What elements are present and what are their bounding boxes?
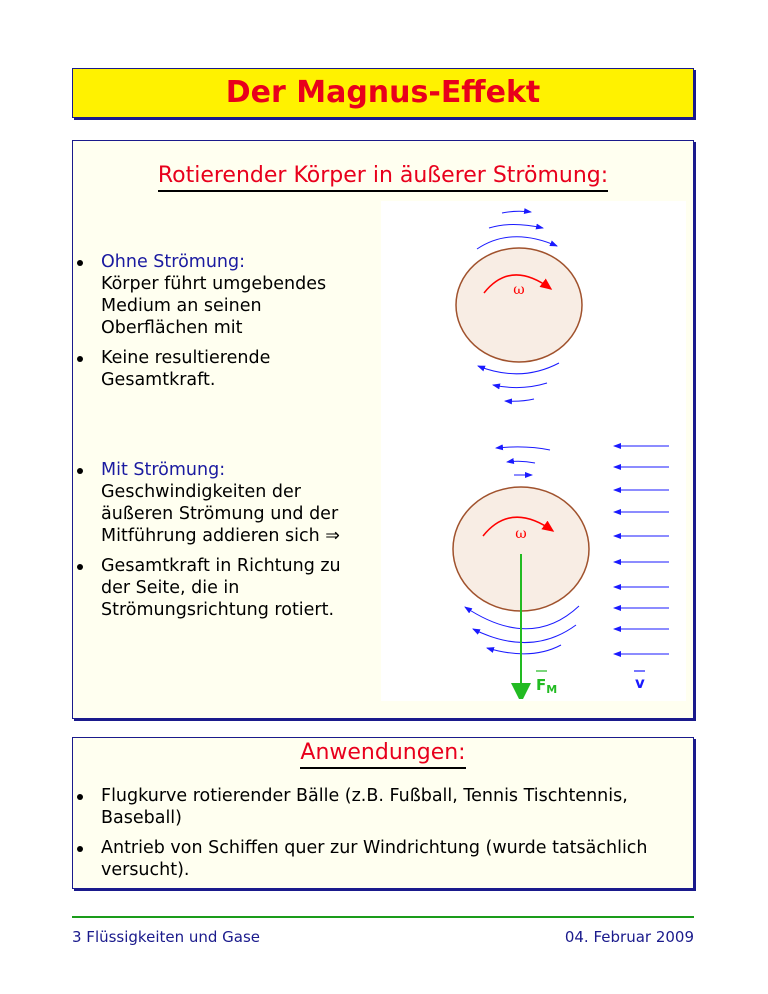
bullet: Antrieb von Schiffen quer zur Windrichtu… xyxy=(73,837,673,881)
bullet: Gesamtkraft in Richtung zu der Seite, di… xyxy=(73,555,373,621)
flow-lines-top xyxy=(464,208,580,655)
bullet: Ohne Strömung:Körper führt umgebendes Me… xyxy=(73,251,373,339)
bullet: Mit Strömung:Geschwindigkeiten der äußer… xyxy=(73,459,373,547)
omega-label: ω xyxy=(513,282,524,298)
rotation-arrow-icon xyxy=(483,274,553,294)
applications-list: Flugkurve rotierender Bälle (z.B. Fußbal… xyxy=(73,785,673,889)
bullet-list-bottom: Mit Strömung:Geschwindigkeiten der äußer… xyxy=(73,459,373,629)
section-heading: Rotierender Körper in äußerer Strömung: xyxy=(73,163,693,192)
section-heading: Anwendungen: xyxy=(73,740,693,769)
footer-date: 04. Februar 2009 xyxy=(564,928,694,946)
force-label: FM xyxy=(536,676,557,696)
main-panel: Rotierender Körper in äußerer Strömung: … xyxy=(72,140,694,719)
velocity-label: v xyxy=(635,674,645,692)
footer-divider xyxy=(72,916,694,918)
rotation-arrow-icon xyxy=(482,516,555,537)
bullet: Keine resultierende Gesamtkraft. xyxy=(73,347,373,391)
omega-label: ω xyxy=(515,526,526,542)
footer-section: 3 Flüssigkeiten und Gase xyxy=(72,928,261,946)
bullet-list-top: Ohne Strömung:Körper führt umgebendes Me… xyxy=(73,251,373,399)
flow-velocity-arrows xyxy=(613,443,669,657)
magnus-diagram: ω ω FM v xyxy=(381,201,686,701)
body-bottom xyxy=(452,486,590,612)
applications-panel: Anwendungen: Flugkurve rotierender Bälle… xyxy=(72,737,694,889)
slide-title: Der Magnus-Effekt xyxy=(72,68,694,118)
body-top xyxy=(455,247,583,363)
bullet: Flugkurve rotierender Bälle (z.B. Fußbal… xyxy=(73,785,673,829)
